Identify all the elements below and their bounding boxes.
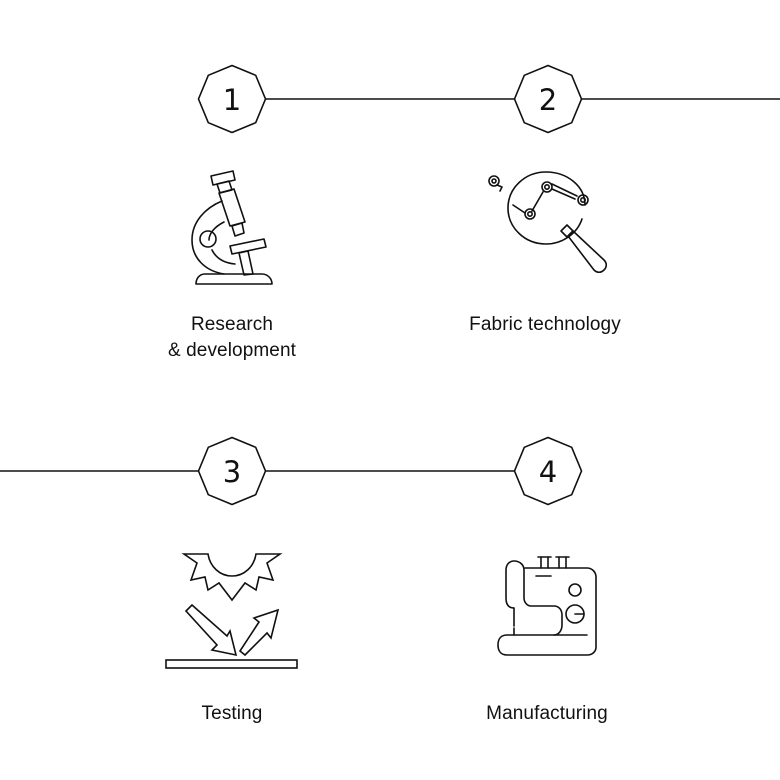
step-1-label-line2: & development [167,340,297,361]
magnifier-chart-icon [488,171,608,274]
step-1-label: Research & development [102,312,362,364]
step-4-label-line1: Manufacturing [486,703,608,724]
sewing-machine-icon [497,556,597,656]
step-2-label-line1: Fabric technology [469,314,621,335]
step-2-number: 2 [539,83,557,117]
step-2-label: Fabric technology [415,312,675,338]
step-3-label: Testing [102,701,362,727]
step-1-number: 1 [223,83,241,117]
step-1-label-line1: Research [190,314,274,335]
step-3-octagon [197,436,267,506]
step-3-number: 3 [223,455,241,489]
step-2-octagon [513,64,583,134]
step-3-label-line1: Testing [201,703,263,724]
sun-reflection-icon [165,553,298,669]
microscope-icon [191,170,273,285]
step-4-number: 4 [539,455,557,489]
step-1-octagon [197,64,267,134]
step-4-label: Manufacturing [417,701,677,727]
step-4-octagon [513,436,583,506]
